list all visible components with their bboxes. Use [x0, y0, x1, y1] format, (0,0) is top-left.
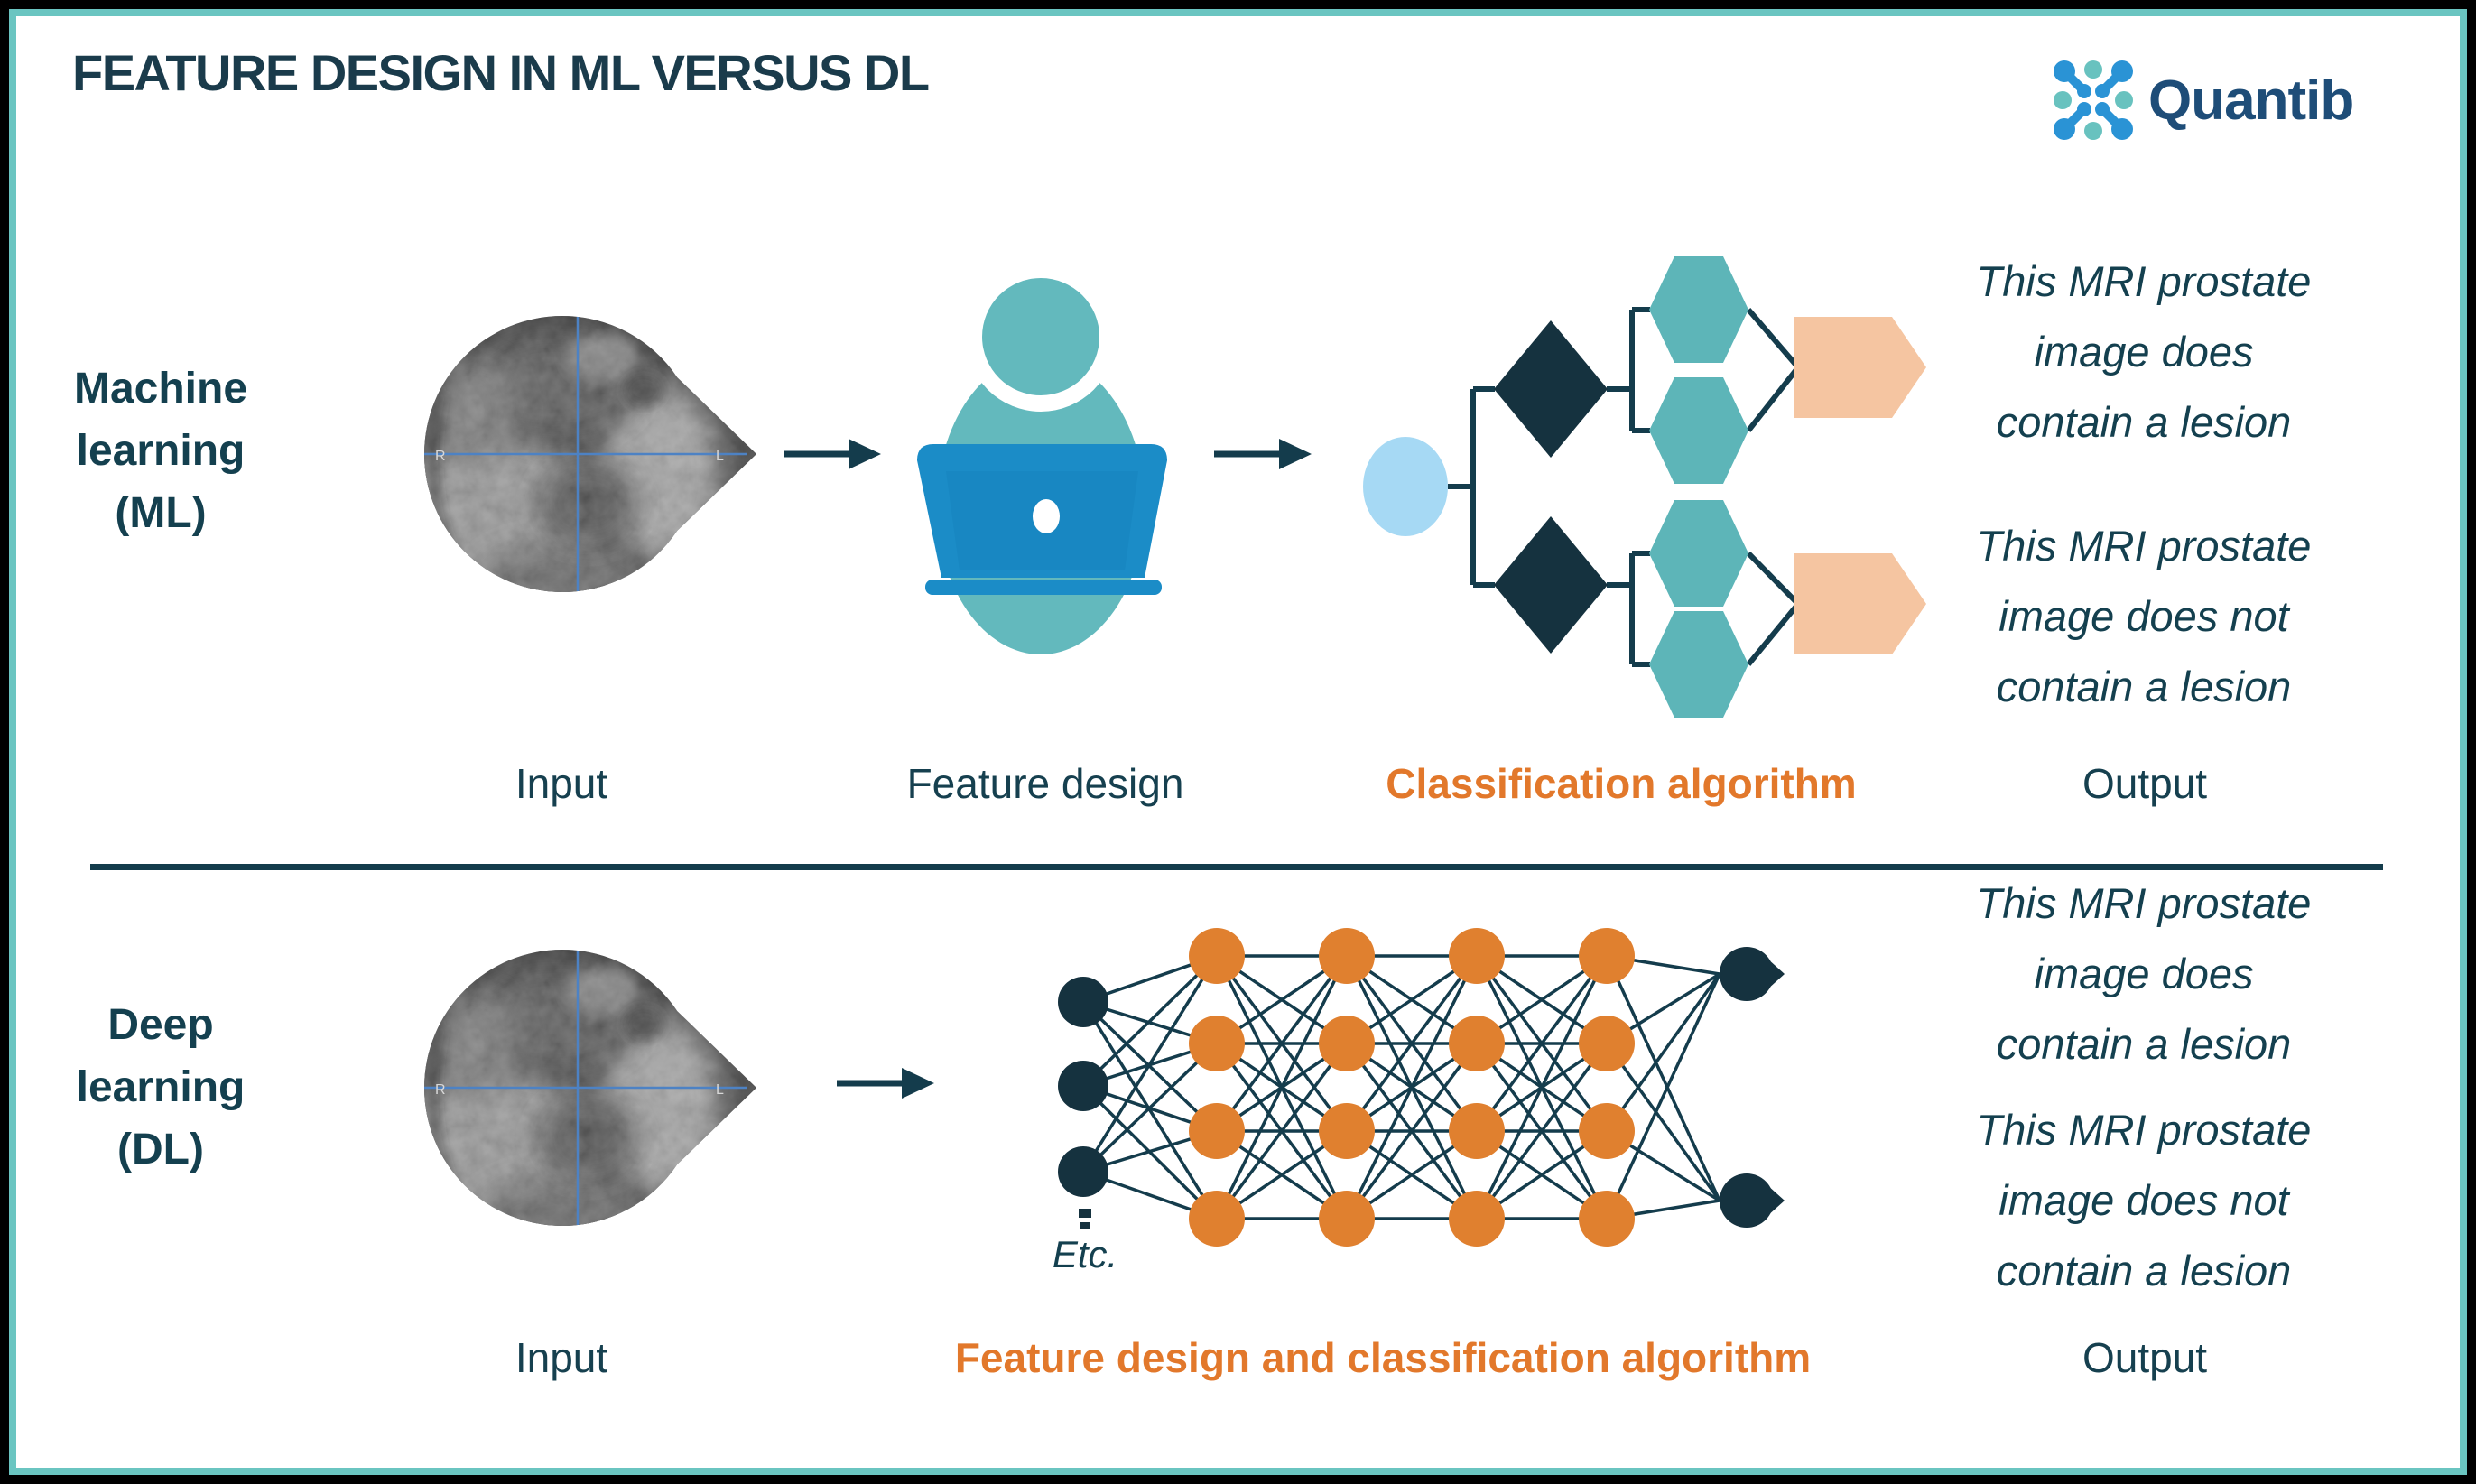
- network-hidden-node: [1319, 1016, 1375, 1071]
- output-text-line: image does not: [1998, 1176, 2289, 1224]
- output-text-line: contain a lesion: [1996, 1247, 2292, 1294]
- network-output-node-top: [1720, 947, 1785, 1001]
- ml-output-label: Output: [2082, 760, 2208, 807]
- neural-network-edges: [1081, 954, 1721, 1220]
- output-text-line: contain a lesion: [1996, 398, 2292, 446]
- dl-output-label: Output: [2082, 1334, 2208, 1381]
- dl-row-label-line: learning: [76, 1063, 246, 1111]
- ml-row-label-line: learning: [76, 427, 246, 475]
- laptop-logo-dot: [1033, 499, 1060, 533]
- section-divider: [90, 864, 2383, 870]
- network-hidden-node: [1449, 1103, 1505, 1159]
- network-hidden-node: [1579, 1103, 1635, 1159]
- decision-tree-diagram: [1363, 256, 1926, 718]
- dl-row-label: Deep learning (DL): [0, 994, 323, 1181]
- person-head: [982, 278, 1099, 395]
- output-text-line: contain a lesion: [1996, 1020, 2292, 1068]
- network-hidden-node: [1189, 1016, 1245, 1071]
- output-text-line: image does: [2034, 950, 2254, 997]
- output-text-line: This MRI prostate: [1976, 879, 2312, 927]
- output-text-line: image does not: [1998, 592, 2289, 640]
- feature-hexagon-2: [1649, 377, 1748, 484]
- network-output-node-bottom: [1720, 1173, 1785, 1228]
- network-hidden-node: [1189, 1191, 1245, 1247]
- feature-hexagon-4: [1649, 611, 1748, 718]
- arrow-dl-input-to-network: [837, 1068, 934, 1099]
- output-text-line: image does: [2034, 328, 2254, 376]
- network-ellipsis-dots: [1079, 1209, 1091, 1229]
- ml-output-text-positive: This MRI prostate image does contain a l…: [1921, 246, 2367, 458]
- output-text-line: contain a lesion: [1996, 663, 2292, 710]
- dl-output-text-negative: This MRI prostate image does not contain…: [1921, 1095, 2367, 1306]
- network-hidden-node: [1319, 1191, 1375, 1247]
- feature-hexagon-3: [1649, 500, 1748, 607]
- network-hidden-node: [1449, 1191, 1505, 1247]
- ml-output-text-negative: This MRI prostate image does not contain…: [1921, 511, 2367, 722]
- dl-output-text-positive: This MRI prostate image does contain a l…: [1921, 868, 2367, 1080]
- output-text-line: This MRI prostate: [1976, 1106, 2312, 1154]
- network-hidden-node: [1579, 928, 1635, 984]
- network-input-node: [1058, 977, 1108, 1027]
- network-hidden-node: [1579, 1016, 1635, 1071]
- output-text-line: This MRI prostate: [1976, 257, 2312, 305]
- network-hidden-node: [1449, 928, 1505, 984]
- ml-row-label: Machine learning (ML): [0, 357, 323, 544]
- decision-diamond-bottom: [1494, 516, 1608, 654]
- network-input-node: [1058, 1061, 1108, 1111]
- feature-hexagon-1: [1649, 256, 1748, 363]
- arrow-ml-feature-to-classifier: [1214, 439, 1312, 469]
- network-etc-label: Etc.: [1052, 1233, 1118, 1275]
- ml-feature-design-label: Feature design: [906, 760, 1184, 807]
- decision-diamond-top: [1494, 320, 1608, 458]
- network-hidden-node: [1449, 1016, 1505, 1071]
- network-hidden-node: [1579, 1191, 1635, 1247]
- ml-input-label: Input: [515, 760, 608, 807]
- network-hidden-node: [1189, 1103, 1245, 1159]
- tree-output-pentagon-top: [1794, 317, 1926, 418]
- network-hidden-node: [1319, 928, 1375, 984]
- dl-row-label-line: (DL): [117, 1126, 204, 1173]
- arrow-ml-input-to-feature: [784, 439, 881, 469]
- mri-input-image-dl: [388, 943, 761, 1252]
- ml-row-label-line: (ML): [115, 489, 207, 537]
- output-text-line: This MRI prostate: [1976, 522, 2312, 570]
- dl-input-label: Input: [515, 1334, 608, 1381]
- ml-row-label-line: Machine: [73, 365, 248, 413]
- neural-network-nodes: [1058, 928, 1635, 1247]
- tree-output-pentagon-bottom: [1794, 553, 1926, 654]
- network-hidden-node: [1319, 1103, 1375, 1159]
- dl-combined-label: Feature design and classification algori…: [954, 1334, 1812, 1381]
- page-title: FEATURE DESIGN IN ML VERSUS DL: [72, 44, 930, 101]
- dl-row-label-line: Deep: [107, 1001, 214, 1049]
- quantib-logo-icon: [2054, 60, 2133, 140]
- ml-classification-label: Classification algorithm: [1386, 760, 1857, 807]
- quantib-logo-text: Quantib: [2148, 70, 2354, 132]
- tree-connectors: [1448, 307, 1801, 667]
- feature-design-person-icon: [917, 262, 1167, 654]
- mri-input-image-ml: [388, 310, 761, 618]
- laptop-base: [925, 580, 1162, 595]
- tree-root-node: [1363, 437, 1448, 536]
- network-input-node: [1058, 1146, 1108, 1197]
- network-hidden-node: [1189, 928, 1245, 984]
